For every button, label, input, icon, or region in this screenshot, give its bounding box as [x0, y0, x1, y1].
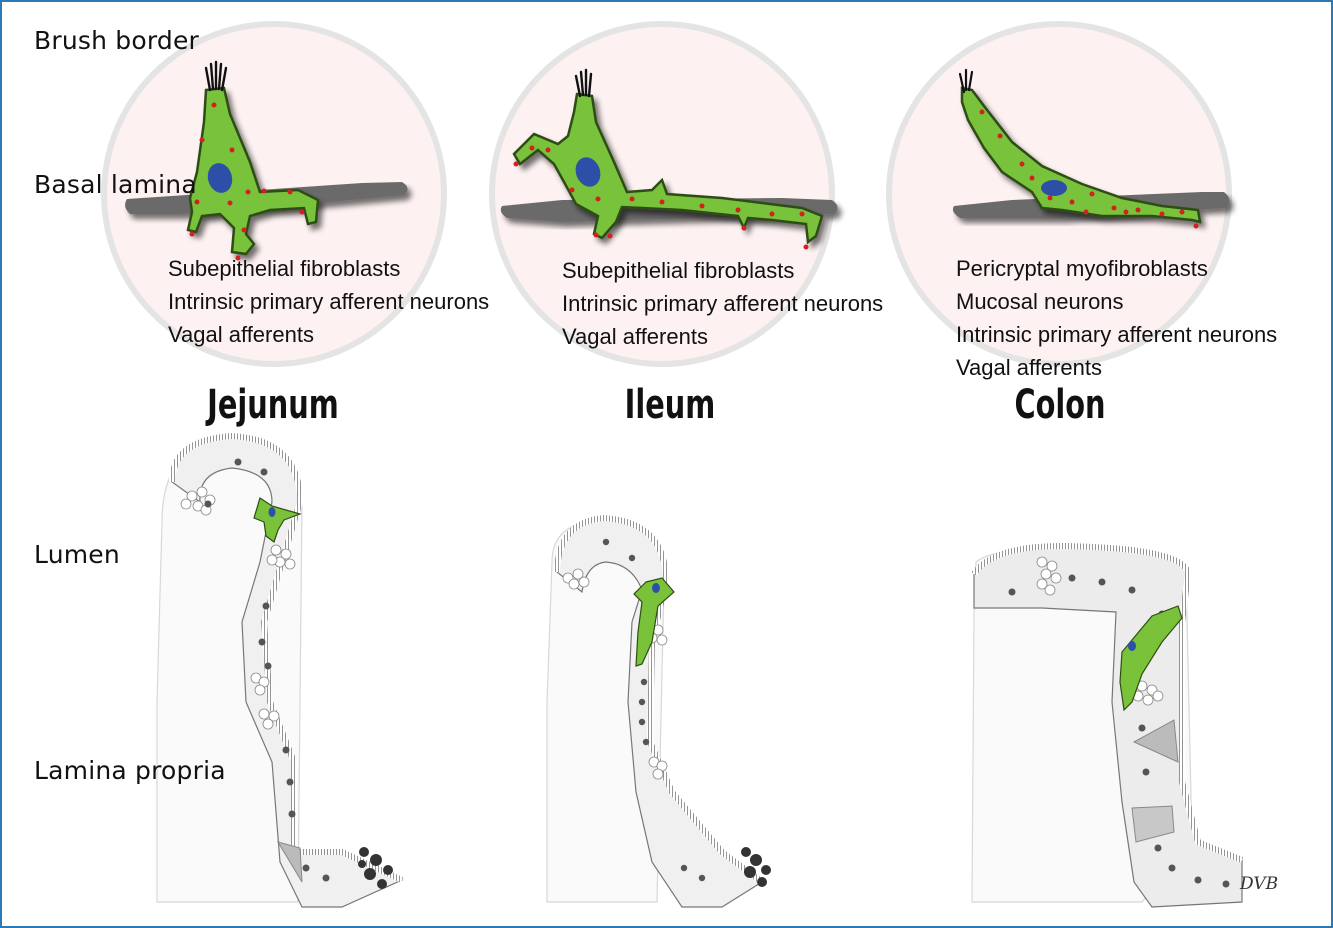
- region-title-jejunum: Jejunum: [165, 382, 381, 428]
- connection-item: Vagal afferents: [562, 320, 883, 353]
- region-title-colon: Colon: [952, 382, 1168, 428]
- connection-item: Subepithelial fibroblasts: [168, 252, 489, 285]
- connection-item: Vagal afferents: [956, 351, 1277, 384]
- connection-item: Pericryptal myofibroblasts: [956, 252, 1277, 285]
- connection-item: Mucosal neurons: [956, 285, 1277, 318]
- connections-ileum: Subepithelial fibroblasts Intrinsic prim…: [562, 254, 883, 353]
- label-basal-lamina: Basal lamina: [34, 170, 197, 199]
- connections-jejunum: Subepithelial fibroblasts Intrinsic prim…: [168, 252, 489, 351]
- nucleus-colon: [1041, 180, 1067, 196]
- connections-colon: Pericryptal myofibroblasts Mucosal neuro…: [956, 252, 1277, 384]
- artist-signature: DVB: [1240, 874, 1278, 894]
- connection-item: Vagal afferents: [168, 318, 489, 351]
- label-lamina-propria: Lamina propria: [34, 756, 226, 785]
- villus-ileum: [547, 518, 771, 907]
- connection-item: Intrinsic primary afferent neurons: [562, 287, 883, 320]
- villus-jejunum: [157, 436, 402, 907]
- region-title-ileum: Ileum: [562, 382, 778, 428]
- connection-item: Intrinsic primary afferent neurons: [168, 285, 489, 318]
- crypt-colon: [972, 546, 1242, 907]
- connection-item: Intrinsic primary afferent neurons: [956, 318, 1277, 351]
- label-brush-border: Brush border: [34, 26, 199, 55]
- connection-item: Subepithelial fibroblasts: [562, 254, 883, 287]
- label-lumen: Lumen: [34, 540, 120, 569]
